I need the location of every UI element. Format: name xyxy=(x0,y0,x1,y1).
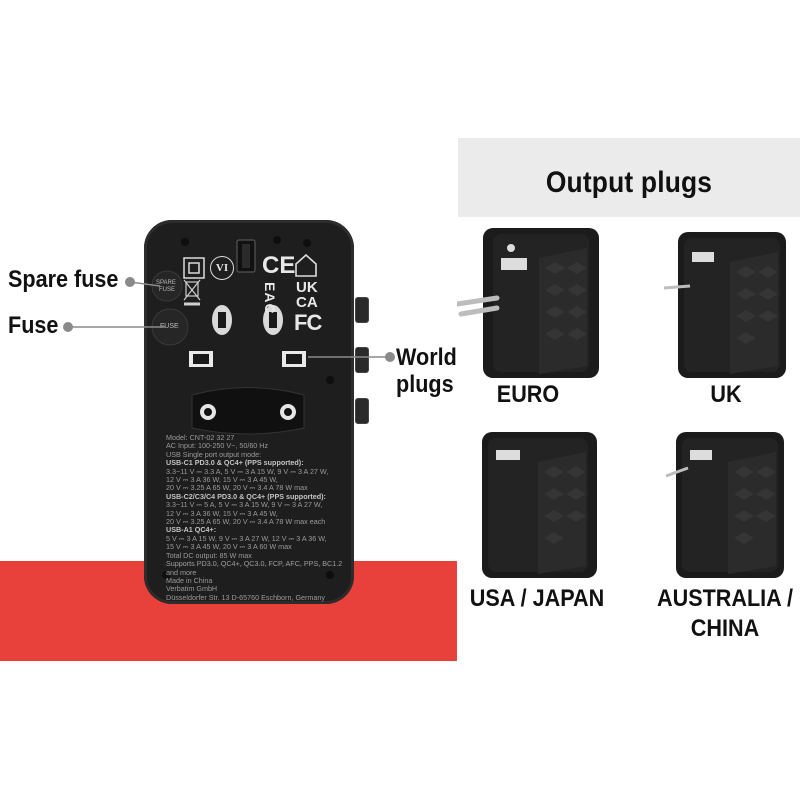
spec-line: Model: CNT-02 32 27 xyxy=(166,433,235,442)
uk-pin-icon xyxy=(663,284,691,290)
plug-image-australia-china xyxy=(676,432,784,578)
spec-line: and more xyxy=(166,567,197,577)
plug-label-uk: UK xyxy=(710,381,742,408)
spec-line: 3.3~11 V ⎓ 3.3 A, 5 V ⎓ 3 A 15 W, 9 V ⎓ … xyxy=(166,466,329,476)
plug-selector-middle xyxy=(355,347,369,373)
callout-world-plugs-line2: plugs xyxy=(396,371,454,398)
spec-line: 15 V ⎓ 3 A 45 W, 20 V ⎓ 3 A 60 W max xyxy=(166,542,292,552)
spec-line: Total DC output: 85 W max xyxy=(166,550,252,560)
spec-line: Verbatim GmbH xyxy=(166,584,218,594)
spec-line: Düsseldorfer Str. 13 D-65760 Eschborn, G… xyxy=(166,592,325,602)
plug-image-euro xyxy=(483,228,599,378)
spec-line: USB-C1 PD3.0 & QC4+ (PPS supported): xyxy=(166,458,304,468)
callout-fuse: Fuse xyxy=(8,312,59,339)
euro-pins-icon xyxy=(457,295,500,317)
spec-line: 3.3~11 V ⎓ 5 A, 5 V ⎓ 3 A 15 W, 9 V ⎓ 3 … xyxy=(166,500,323,510)
spec-line: 12 V ⎓ 3 A 36 W, 15 V ⎓ 3 A 45 W, xyxy=(166,508,278,518)
spec-line: 5 V ⎓ 3 A 15 W, 9 V ⎓ 3 A 27 W, 12 V ⎓ 3… xyxy=(166,533,327,543)
ukca-mark-top: UK xyxy=(296,279,318,296)
spec-line: USB-A1 QC4+: xyxy=(166,525,217,535)
plug-label-euro: EURO xyxy=(496,381,560,408)
spec-line: AC Input: 100-250 V~, 50/60 Hz xyxy=(166,441,269,451)
callout-world-plugs-line1: World xyxy=(396,344,457,371)
ukca-mark-bottom: CA xyxy=(296,294,318,311)
spec-line: USB-C2/C3/C4 PD3.0 & QC4+ (PPS supported… xyxy=(166,491,326,501)
plug-image-usa-japan xyxy=(482,432,597,578)
plug-selector-top xyxy=(355,297,369,323)
device-details xyxy=(151,236,334,579)
fuse-mark: FUSE xyxy=(160,323,179,330)
australia-pin-icon xyxy=(665,466,689,478)
spec-line: 20 V ⎓ 3.25 A 65 W, 20 V ⎓ 3.4 A 78 W ma… xyxy=(166,517,326,527)
plug-label-australia-line2: CHINA xyxy=(690,615,760,642)
header-panel xyxy=(458,138,800,217)
ce-mark: CE xyxy=(262,252,296,279)
plug-selector-bottom xyxy=(355,398,369,424)
page-title: Output plugs xyxy=(545,166,713,199)
plug-label-usa-japan: USA / JAPAN xyxy=(469,585,605,612)
spec-line: 12 V ⎓ 3 A 36 W, 15 V ⎓ 3 A 45 W, xyxy=(166,475,278,485)
spare-fuse-sub-mark: FUSE xyxy=(159,287,176,293)
spec-line: Made in China xyxy=(166,575,213,585)
spec-line: Supports PD3.0, QC4+, QC3.0, FCP, AFC, P… xyxy=(166,559,343,569)
adapter-back-view: SPARE FUSE FUSE VI CE EAC UK CA FC Model… xyxy=(144,220,354,604)
spec-line: USB Single port output mode: xyxy=(166,449,262,459)
callout-spare-fuse: Spare fuse xyxy=(8,266,119,293)
vi-efficiency-mark: VI xyxy=(210,256,234,280)
plug-label-australia-line1: AUSTRALIA / xyxy=(656,585,793,612)
plug-image-uk xyxy=(678,232,786,378)
fcc-mark: FC xyxy=(294,310,322,335)
spec-line: 20 V ⎓ 3.25 A 65 W, 20 V ⎓ 3.4 A 78 W ma… xyxy=(166,483,308,493)
spare-fuse-mark: SPARE xyxy=(156,280,176,286)
